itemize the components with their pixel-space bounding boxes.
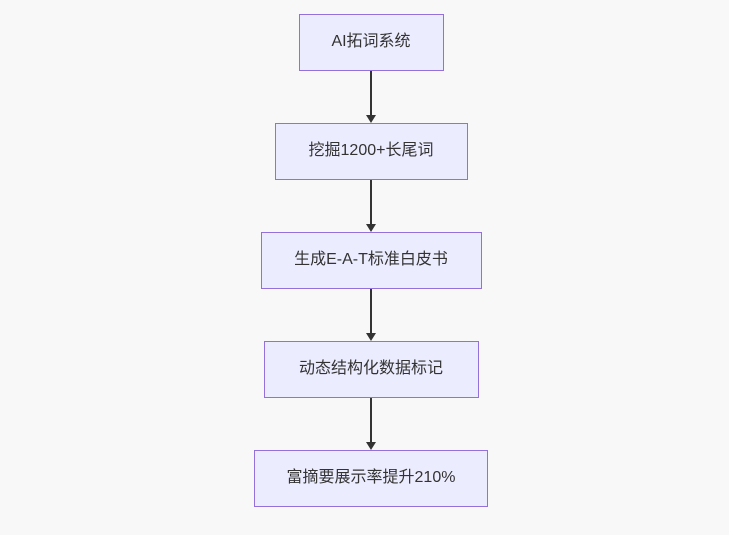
- arrowhead-icon: [366, 333, 376, 341]
- flowchart-column: AI拓词系统 挖掘1200+长尾词 生成E-A-T标准白皮书 动态结构化数据标记…: [254, 14, 488, 507]
- flow-node-structured-data-markup: 动态结构化数据标记: [263, 341, 479, 398]
- down-arrow: [366, 398, 376, 450]
- flow-node-ai-keyword-system: AI拓词系统: [298, 14, 444, 71]
- arrow-line: [370, 180, 372, 224]
- down-arrow: [366, 289, 376, 341]
- flow-node-eat-whitepaper: 生成E-A-T标准白皮书: [260, 232, 482, 289]
- arrow-line: [370, 71, 372, 115]
- arrow-line: [370, 398, 372, 442]
- flow-node-rich-snippet-uplift: 富摘要展示率提升210%: [254, 450, 488, 507]
- down-arrow: [366, 180, 376, 232]
- arrowhead-icon: [366, 224, 376, 232]
- flow-node-longtail-mining: 挖掘1200+长尾词: [274, 123, 468, 180]
- down-arrow: [366, 71, 376, 123]
- arrowhead-icon: [366, 115, 376, 123]
- arrowhead-icon: [366, 442, 376, 450]
- arrow-line: [370, 289, 372, 333]
